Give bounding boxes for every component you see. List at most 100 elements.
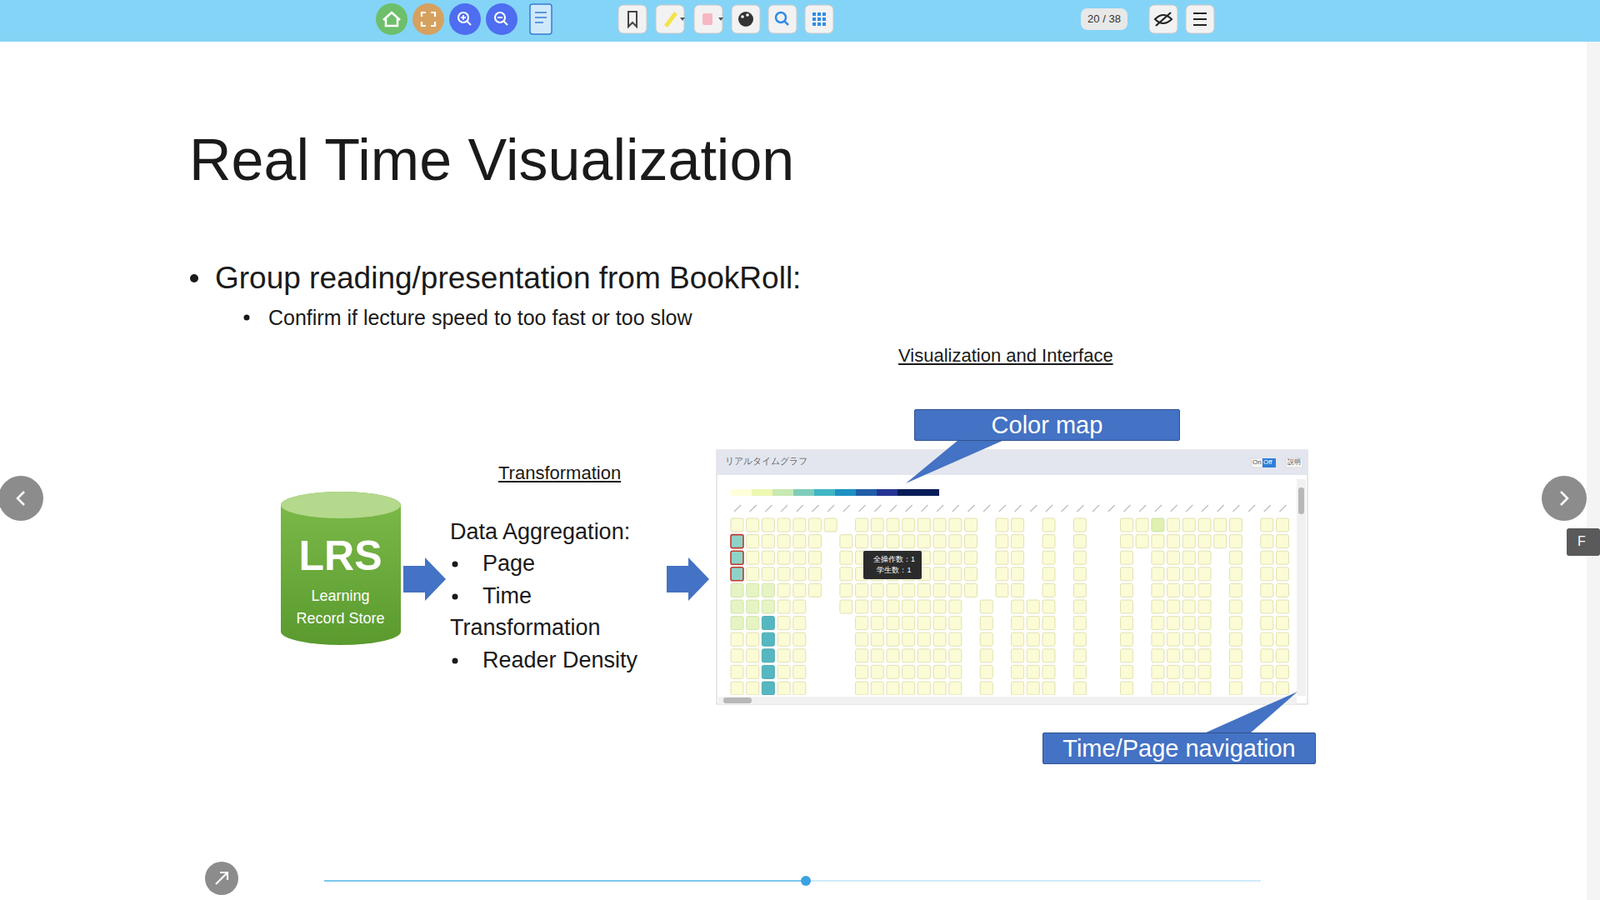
density-cell (1182, 600, 1195, 614)
density-cell (1276, 567, 1290, 581)
density-cell (1011, 535, 1025, 549)
density-cell (1229, 665, 1242, 679)
color-map-swatch (876, 489, 898, 496)
density-cell (965, 518, 978, 532)
density-cell (1073, 583, 1086, 597)
bookmark-icon (628, 11, 637, 27)
palette-icon (740, 15, 745, 19)
density-cell (1042, 567, 1055, 581)
density-cell (855, 616, 869, 630)
density-cell (933, 649, 946, 663)
density-cell (917, 616, 930, 630)
density-cell (777, 632, 790, 646)
time-tick (1015, 505, 1022, 512)
density-cell (1167, 550, 1180, 565)
density-cell (746, 665, 760, 679)
palette-icon (738, 11, 754, 27)
density-cell (1182, 567, 1195, 581)
density-cell (1120, 632, 1134, 646)
density-cell (1182, 583, 1195, 597)
density-cell (777, 583, 790, 597)
density-cell (933, 583, 946, 597)
density-cell (1229, 583, 1242, 597)
next-button (1541, 475, 1587, 521)
callout-box: Time/Page navigation (1042, 732, 1316, 765)
tooltip-box: 全操作数：1学生数：1 (863, 550, 922, 580)
density-cell (761, 665, 775, 679)
horizontal-scrollbar (718, 696, 1297, 705)
density-cell (809, 535, 822, 549)
density-cell (1151, 649, 1165, 663)
density-cell (730, 600, 744, 614)
density-cell (1167, 583, 1180, 597)
sub-bullet-text: Confirm if lecture speed to too fast or … (268, 305, 693, 330)
density-cell (902, 518, 915, 532)
density-cell (761, 535, 775, 549)
step-text: Data Aggregation: (450, 518, 630, 545)
density-cell (1167, 535, 1180, 549)
density-cell (746, 616, 760, 630)
time-tick (796, 505, 804, 512)
density-cell (980, 600, 993, 614)
progress-dot (800, 875, 811, 886)
density-cell (1026, 616, 1040, 630)
density-cell (1042, 600, 1055, 614)
density-cell (746, 567, 760, 581)
eraser-icon (702, 13, 713, 25)
density-cell (1182, 616, 1195, 630)
density-cell (980, 665, 993, 679)
density-cell (1151, 600, 1165, 614)
density-cell (870, 535, 884, 549)
density-cell (980, 649, 993, 663)
time-tick (827, 505, 835, 512)
density-cell (761, 681, 775, 695)
time-tick (1092, 505, 1100, 512)
density-cell (933, 550, 946, 565)
density-cell (1229, 518, 1242, 532)
bullet (452, 594, 459, 600)
density-cell (949, 535, 962, 549)
density-cell (855, 535, 869, 549)
time-tick (859, 505, 866, 512)
density-cell (855, 600, 869, 614)
section-heading: Visualization and Interface (898, 345, 1114, 367)
density-cell (886, 535, 900, 549)
density-cell (746, 649, 760, 663)
tool-buttons (618, 5, 1215, 34)
density-cell (1120, 600, 1134, 614)
density-cell (917, 583, 930, 597)
density-cell (980, 616, 993, 630)
density-cell (1260, 681, 1274, 695)
cylinder-top (280, 491, 401, 519)
density-cell (995, 535, 1009, 549)
density-cell (1026, 681, 1040, 695)
time-tick (968, 505, 975, 512)
density-cell (933, 665, 946, 679)
zoom-out-button (485, 3, 518, 35)
bullet (452, 561, 459, 568)
density-cell (1135, 518, 1149, 532)
density-cell (1276, 649, 1290, 663)
density-cell (1214, 518, 1227, 532)
density-cell (933, 616, 946, 630)
vertical-scrollbar (1296, 479, 1306, 696)
density-cell (1198, 665, 1211, 679)
density-cell (933, 535, 946, 549)
density-cell (1120, 616, 1134, 630)
density-cell (1120, 681, 1134, 695)
density-cell (1167, 681, 1180, 695)
page-counter-text: 20 / 38 (1087, 12, 1121, 26)
density-cell (949, 649, 962, 663)
density-cell (1198, 567, 1211, 581)
block-arrow (666, 557, 710, 601)
density-cell (917, 665, 930, 679)
density-cell (761, 649, 775, 663)
step-item: Time (482, 582, 532, 610)
step-text: Transformation (450, 614, 601, 641)
time-tick (1155, 505, 1162, 512)
color-map-swatch (814, 489, 835, 496)
density-cell (793, 550, 806, 565)
time-tick (874, 505, 881, 512)
density-cell (793, 649, 806, 663)
dropdown-caret (680, 17, 685, 21)
